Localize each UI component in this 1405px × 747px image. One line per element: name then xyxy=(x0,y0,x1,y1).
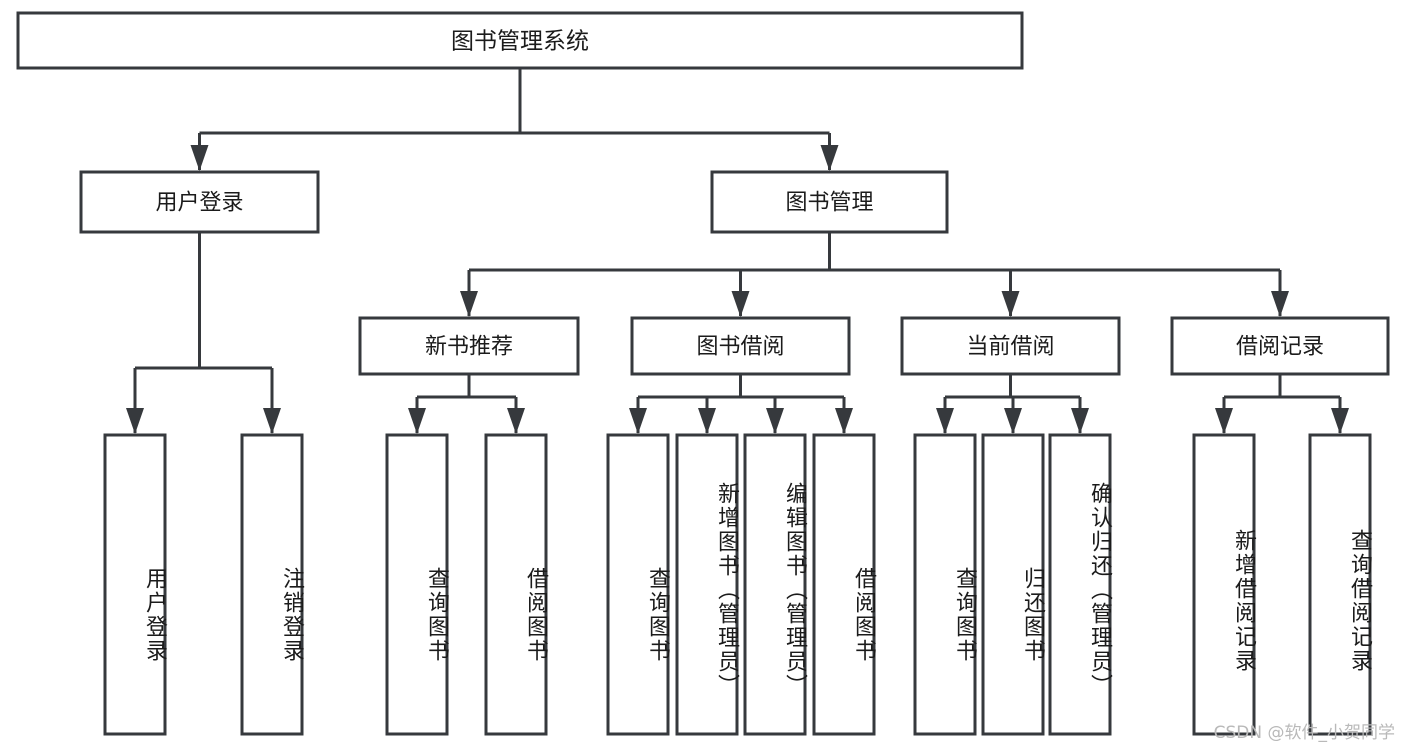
leaf-node-leaf-user-logout[interactable] xyxy=(240,433,304,736)
leaf-node-leaf-borrow-book[interactable] xyxy=(812,433,876,736)
arrow-head-icon xyxy=(1001,291,1020,317)
node-box[interactable] xyxy=(812,433,876,736)
node-user-login[interactable]: 用户登录 xyxy=(79,170,320,234)
arrow-head-icon xyxy=(1004,408,1022,434)
leaf-node-leaf-edit-book[interactable] xyxy=(743,433,807,736)
leaf-node-leaf-query-book-recommend[interactable] xyxy=(385,433,449,736)
arrow-head-icon xyxy=(835,408,853,434)
node-label: 图书管理 xyxy=(785,191,873,216)
node-label: 当前借阅 xyxy=(966,335,1054,360)
node-box[interactable] xyxy=(1170,316,1390,376)
leaf-node-leaf-user-login[interactable] xyxy=(103,433,167,736)
node-box[interactable] xyxy=(913,433,977,736)
node-box[interactable] xyxy=(16,11,1024,70)
node-label: 图书借阅 xyxy=(696,335,784,360)
node-box[interactable] xyxy=(710,170,949,234)
node-box[interactable] xyxy=(358,316,580,376)
leaf-node-leaf-query-borrow-record[interactable] xyxy=(1308,433,1372,736)
arrow-head-icon xyxy=(460,291,478,317)
arrow-head-icon xyxy=(507,408,525,434)
node-label: 新书推荐 xyxy=(425,335,513,360)
node-box[interactable] xyxy=(1048,433,1112,736)
node-root[interactable]: 图书管理系统 xyxy=(16,11,1024,70)
node-label: 用户登录 xyxy=(155,191,243,216)
node-current-borrow[interactable]: 当前借阅 xyxy=(900,316,1121,376)
leaf-node-leaf-return-book[interactable] xyxy=(981,433,1045,736)
node-box[interactable] xyxy=(79,170,320,234)
connector-edges xyxy=(126,68,1349,434)
arrow-head-icon xyxy=(190,145,209,171)
arrow-head-icon xyxy=(263,408,281,434)
arrow-head-icon xyxy=(408,408,426,434)
node-box[interactable] xyxy=(1308,433,1372,736)
leaf-node-leaf-add-book[interactable] xyxy=(675,433,739,736)
arrow-head-icon xyxy=(766,408,784,434)
node-label: 借阅记录 xyxy=(1236,335,1324,360)
node-box[interactable] xyxy=(240,433,304,736)
node-box[interactable] xyxy=(900,316,1121,376)
node-book-borrow[interactable]: 图书借阅 xyxy=(630,316,851,376)
arrow-head-icon xyxy=(629,408,647,434)
arrow-head-icon xyxy=(1071,408,1089,434)
node-box[interactable] xyxy=(743,433,807,736)
node-book-management[interactable]: 图书管理 xyxy=(710,170,949,234)
node-box[interactable] xyxy=(385,433,449,736)
node-borrow-record[interactable]: 借阅记录 xyxy=(1170,316,1390,376)
leaf-node-leaf-query-book-borrow[interactable] xyxy=(606,433,670,736)
leaf-node-leaf-borrow-book-recommend[interactable] xyxy=(484,433,548,736)
node-box[interactable] xyxy=(981,433,1045,736)
node-new-book-recommend[interactable]: 新书推荐 xyxy=(358,316,580,376)
node-box[interactable] xyxy=(1192,433,1256,736)
node-label: 图书管理系统 xyxy=(451,29,589,55)
watermark-text: CSDN @软件_小贺同学 xyxy=(1213,723,1395,743)
arrow-head-icon xyxy=(820,145,839,171)
arrow-head-icon xyxy=(731,291,750,317)
leaf-node-leaf-add-borrow-record[interactable] xyxy=(1192,433,1256,736)
node-box[interactable] xyxy=(630,316,851,376)
arrow-head-icon xyxy=(698,408,716,434)
leaf-node-leaf-confirm-return[interactable] xyxy=(1048,433,1112,736)
arrow-head-icon xyxy=(1331,408,1349,434)
node-box[interactable] xyxy=(606,433,670,736)
node-box[interactable] xyxy=(103,433,167,736)
arrow-head-icon xyxy=(126,408,144,434)
arrow-head-icon xyxy=(1271,291,1289,317)
node-box[interactable] xyxy=(484,433,548,736)
arrow-head-icon xyxy=(936,408,954,434)
leaf-node-leaf-query-book-current[interactable] xyxy=(913,433,977,736)
node-box[interactable] xyxy=(675,433,739,736)
arrow-head-icon xyxy=(1215,408,1233,434)
